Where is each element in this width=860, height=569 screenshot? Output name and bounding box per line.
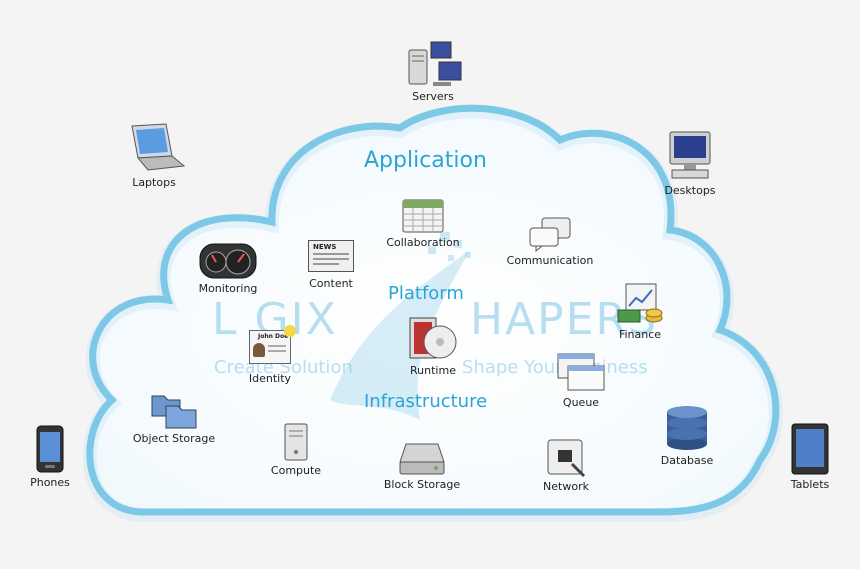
queue-label: Queue [562,396,600,409]
service-runtime: Runtime [404,316,462,377]
chat-bubbles-icon [529,217,571,252]
server-tower-icon [284,423,308,461]
tablet-icon [791,423,829,475]
hard-drive-icon [399,443,445,475]
news-badge-text: NEWS [313,243,337,251]
monitoring-label: Monitoring [198,282,258,295]
queue-windows-icon [557,353,605,391]
network-label: Network [543,480,589,493]
device-phones: Phones [22,424,78,489]
finance-label: Finance [618,328,662,341]
content-label: Content [309,277,353,290]
database-icon [667,406,707,450]
laptop-icon [131,123,186,171]
finance-chart-icon [617,283,663,323]
cloud-outline [86,104,780,516]
compute-label: Compute [270,464,322,477]
phones-label: Phones [30,476,70,489]
phone-icon [36,425,64,473]
runtime-label: Runtime [410,364,456,377]
desktops-label: Desktops [664,184,716,197]
layer-application-title: Application [364,148,487,173]
object-storage-label: Object Storage [132,432,216,445]
service-content: NEWS Content [302,240,360,290]
device-servers: Servers [395,40,471,103]
device-tablets: Tablets [780,422,840,491]
service-compute: Compute [266,422,326,477]
watermark-swirl [330,250,470,420]
watermark-tagline-left: Create Solution [214,357,353,378]
runtime-disc-icon [409,317,457,359]
service-queue: Queue [552,352,610,409]
collaboration-label: Collaboration [386,236,460,249]
service-network: Network [536,438,596,493]
service-finance: Finance [610,282,670,341]
servers-icon [408,41,462,86]
folders-icon [151,395,197,429]
service-object-storage: Object Storage [132,390,216,445]
network-jack-icon [547,439,586,478]
id-card-name: John Doe [258,333,289,340]
service-monitoring: Monitoring [192,240,264,295]
newspaper-icon: NEWS [308,240,354,272]
service-identity: John Doe Identity [240,325,300,385]
tablets-label: Tablets [790,478,830,491]
service-block-storage: Block Storage [380,440,464,491]
device-desktops: Desktops [652,130,728,197]
laptops-label: Laptops [132,176,176,189]
service-database: Database [656,404,718,467]
service-collaboration: Collaboration [385,194,461,249]
calendar-icon [402,199,444,233]
gauge-icon [199,243,257,279]
layer-infrastructure-title: Infrastructure [364,391,488,412]
desktop-icon [669,131,711,179]
database-label: Database [660,454,714,467]
communication-label: Communication [506,254,594,267]
device-laptops: Laptops [118,122,190,189]
servers-label: Servers [412,90,454,103]
watermark-pixels [428,232,471,261]
layer-platform-title: Platform [388,283,464,304]
id-card-icon: John Doe [249,325,296,364]
identity-label: Identity [248,372,292,385]
block-storage-label: Block Storage [383,478,461,491]
service-communication: Communication [507,216,593,267]
